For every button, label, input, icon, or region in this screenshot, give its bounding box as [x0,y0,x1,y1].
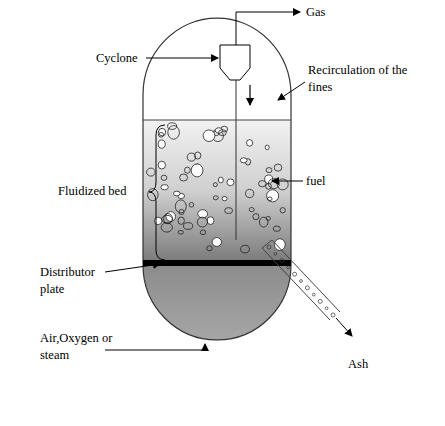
bubble [207,246,213,251]
ash-particle [293,272,297,276]
ash-particle [300,280,303,283]
bubble [227,179,234,186]
bubble [212,238,221,247]
bubble [158,140,165,148]
leader-line [272,181,303,182]
bubble [253,214,259,220]
bubble [219,130,227,136]
ash-particle [318,299,322,303]
ash-particle [305,286,309,290]
bubble [213,183,217,187]
bubble [178,230,183,234]
bubble [274,164,282,171]
bubble [168,123,177,130]
bubble [159,128,166,136]
bubble [240,158,247,163]
bed-surface [143,120,291,121]
bubble [241,245,250,253]
bubble [218,177,223,183]
ash-particle [325,307,328,310]
vessel-fill [140,120,295,346]
bubble [207,217,214,225]
ash-particle [287,266,290,269]
bubble [268,197,273,201]
ash-particle [331,313,335,317]
ash-chute [262,240,352,336]
bubble [154,217,162,224]
bubble [259,217,268,227]
bubble [147,168,156,176]
bubble [174,191,181,196]
bubble [164,214,173,224]
bubble [247,140,253,147]
ash-particle [312,293,315,296]
ash-particle [267,245,271,249]
leader-line [146,58,218,59]
bubble [180,174,188,181]
bubble [222,196,227,200]
bubble [158,133,163,138]
fuel-label: fuel [306,173,325,190]
bubble [249,208,254,212]
plate-label: Distributor plate [40,264,110,298]
bubble [187,153,195,161]
gas-label: Gas [306,4,325,21]
bubble [273,226,280,231]
bubble [225,208,233,214]
bubble [268,179,279,189]
bubble [161,185,168,190]
distributor-plate [143,260,291,266]
bubble [184,223,193,230]
gas-outlet [236,12,300,45]
bubble [200,230,205,235]
bubble [280,208,285,213]
bubble [265,145,269,150]
bubble [266,168,272,173]
bubble [213,196,218,200]
air-inlet [105,344,205,350]
ash-label: Ash [348,356,368,373]
leader-line [278,82,305,100]
bubble [175,200,186,213]
cyclone-label: Cyclone [96,50,138,67]
cyclone [220,45,250,80]
inlet-label: Air,Oxygen or steam [40,330,130,364]
bubble [189,203,194,208]
bubble [178,217,184,224]
bubble [203,130,215,142]
dipleg [236,80,237,240]
fines-arrow [249,85,250,105]
bed-label: Fluidized bed [58,183,126,200]
leader-line [105,264,160,272]
bubble [198,210,208,218]
ash-particle [274,252,277,255]
vessel-outline [143,18,291,340]
bracket [149,125,165,260]
bubble [158,161,165,169]
bubble [267,190,279,202]
bubble [191,164,203,177]
ash-particle [280,259,284,263]
bubble [246,189,254,197]
bubble [168,126,180,140]
bubble [161,223,172,232]
bubble [185,167,191,173]
bubble [161,175,167,180]
recirculation-label: Recirculation of the fines [308,62,420,96]
bubble [197,217,207,227]
